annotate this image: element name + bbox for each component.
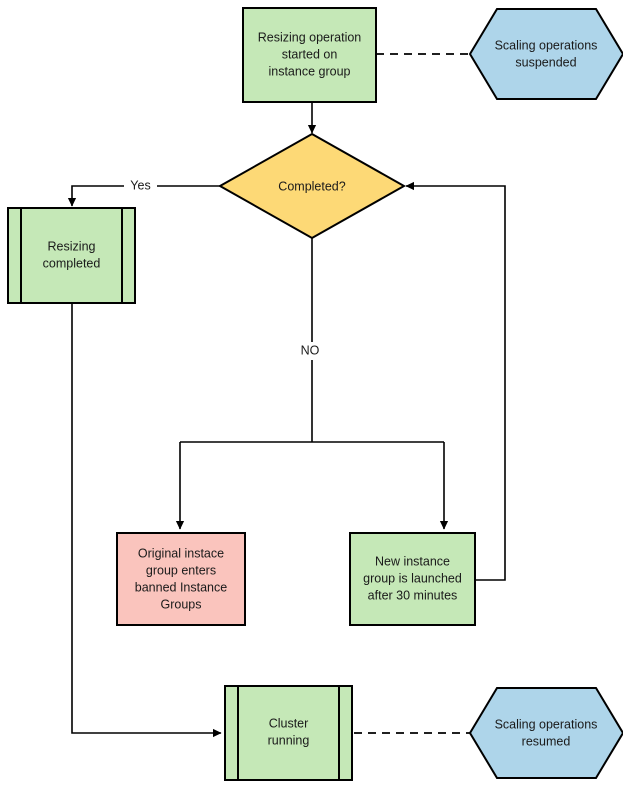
node-original-group-banned[interactable]: Original instace group enters banned Ins…: [116, 532, 246, 626]
edge-label-no: NO: [301, 343, 320, 357]
node-new-group-launched[interactable]: New instance group is launched after 30 …: [349, 532, 476, 626]
edge-label-yes: Yes: [130, 178, 150, 192]
node-resizing-started[interactable]: Resizing operation started on instance g…: [242, 7, 377, 103]
node-scaling-suspended-line-1: Scaling operations: [495, 38, 598, 52]
node-resizing-started-line-2: started on: [282, 47, 338, 61]
edge-new-group-back-to-decision: [405, 181, 506, 581]
node-resizing-started-line-3: instance group: [268, 64, 350, 78]
node-original-group-banned-line-2: group enters: [146, 563, 216, 577]
node-new-group-launched-line-2: group is launched: [363, 571, 462, 585]
node-scaling-resumed[interactable]: Scaling operations resumed: [468, 687, 623, 779]
node-scaling-suspended[interactable]: Scaling operations suspended: [468, 8, 623, 100]
node-resizing-started-line-1: Resizing operation: [258, 30, 362, 44]
node-original-group-banned-line-4: Groups: [161, 597, 202, 611]
node-completed-decision-label: Completed?: [278, 179, 345, 193]
node-resizing-completed[interactable]: Resizing completed: [7, 207, 136, 304]
node-scaling-resumed-line-2: resumed: [522, 734, 571, 748]
node-new-group-launched-line-3: after 30 minutes: [368, 588, 458, 602]
node-original-group-banned-line-1: Original instace: [138, 546, 224, 560]
node-scaling-resumed-line-1: Scaling operations: [495, 717, 598, 731]
node-resizing-completed-line-1: Resizing: [48, 239, 96, 253]
node-completed-decision[interactable]: Completed?: [217, 132, 407, 240]
edge-label-yes-group: Yes: [124, 177, 157, 195]
node-new-group-launched-line-1: New instance: [375, 554, 450, 568]
node-resizing-completed-line-2: completed: [43, 256, 101, 270]
node-cluster-running-line-1: Cluster: [269, 716, 309, 730]
node-cluster-running[interactable]: Cluster running: [224, 685, 353, 781]
node-scaling-suspended-line-2: suspended: [515, 55, 576, 69]
edge-decision-to-resizing-completed: [67, 185, 222, 207]
node-original-group-banned-line-3: banned Instance: [135, 580, 227, 594]
node-cluster-running-line-2: running: [268, 733, 310, 747]
edge-resizing-completed-to-cluster: [71, 303, 222, 738]
edge-label-no-group: NO: [295, 342, 325, 360]
